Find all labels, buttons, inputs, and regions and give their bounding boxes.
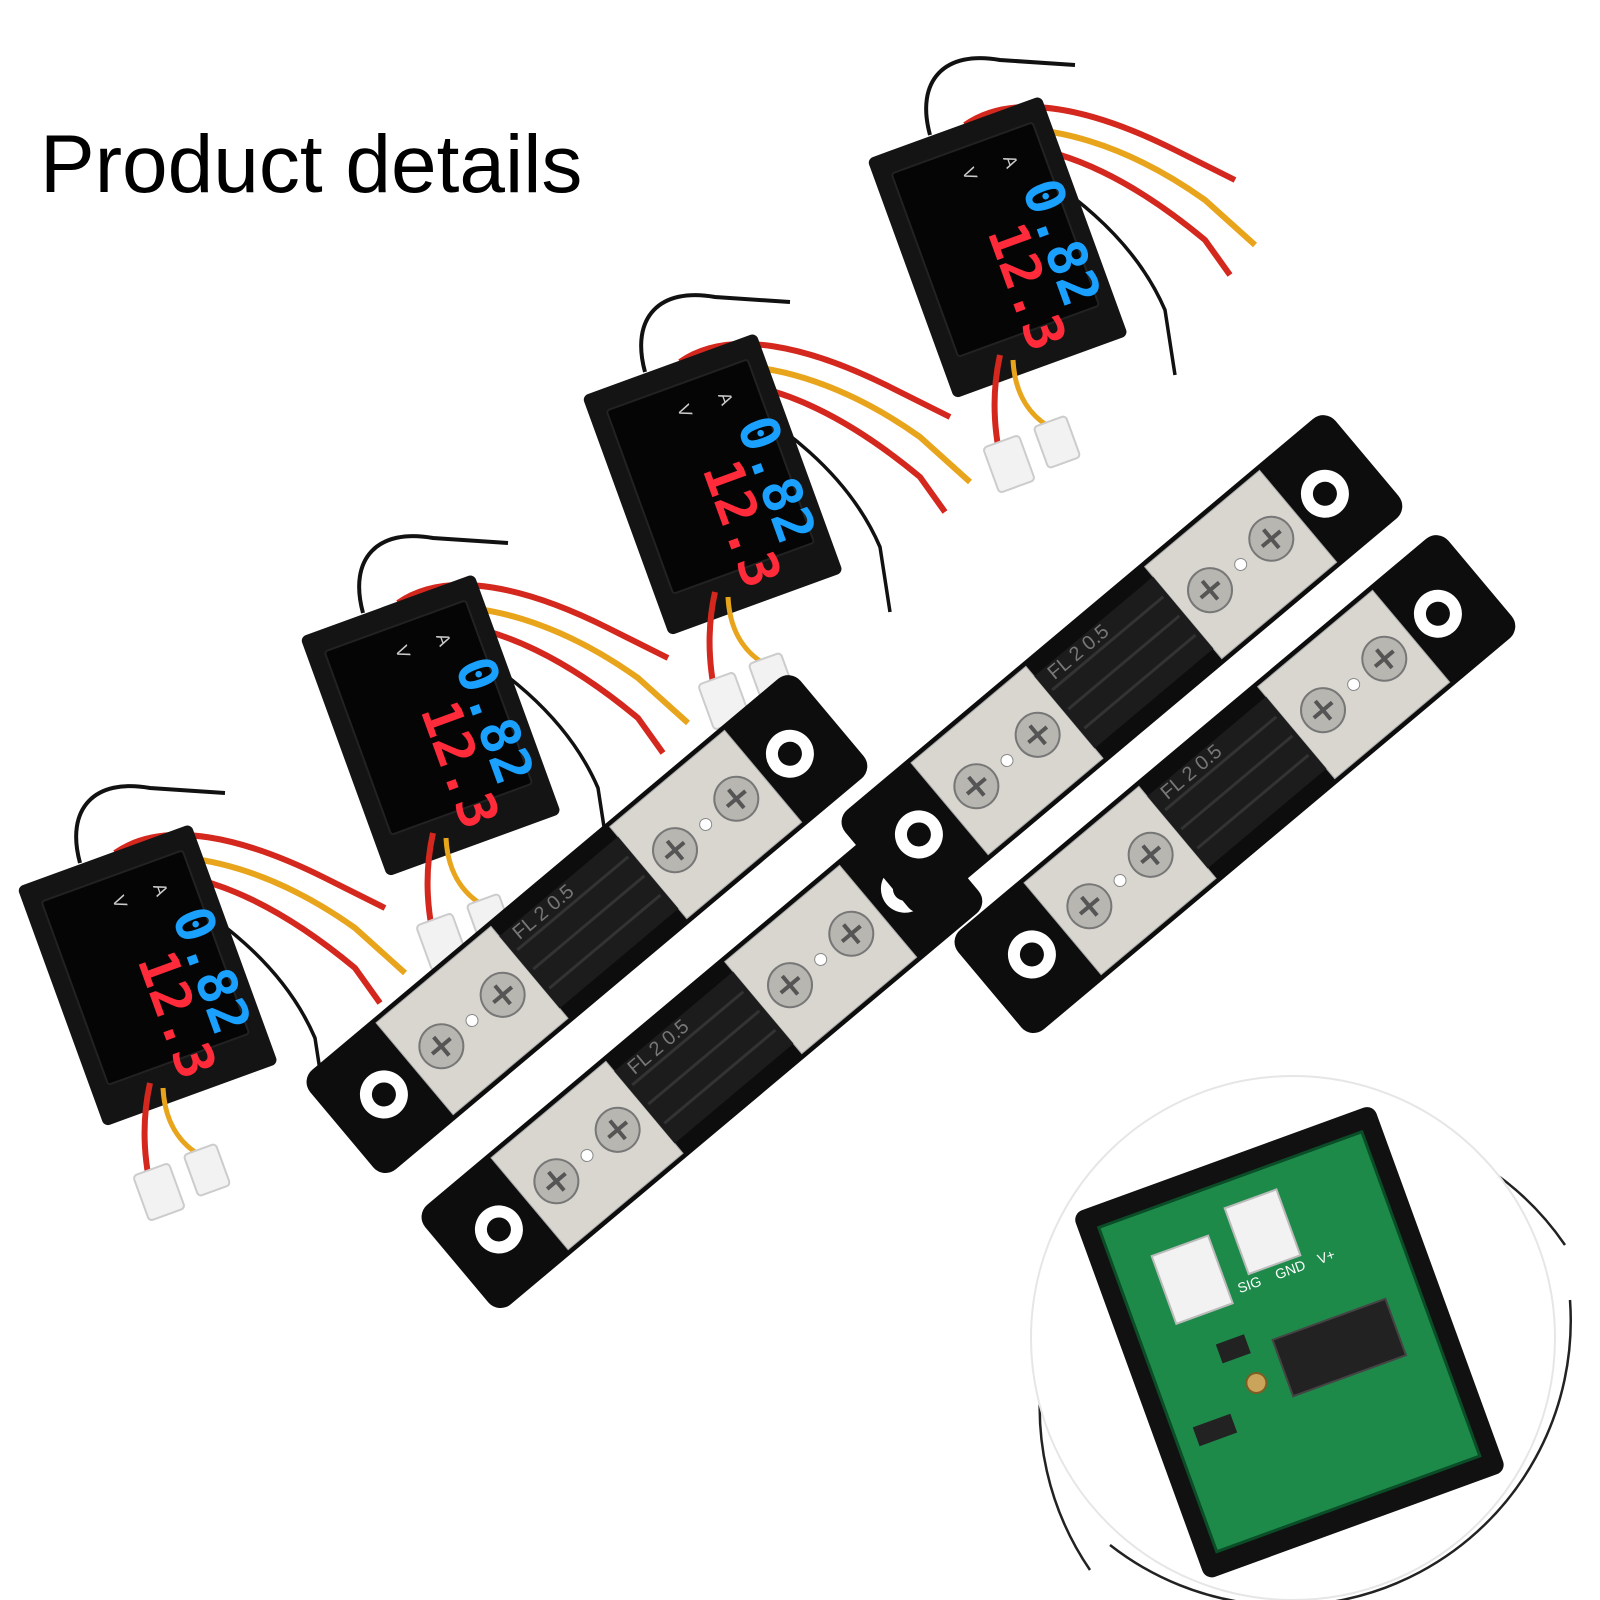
pcb-label-vplus: V+ [1315, 1246, 1337, 1267]
pcb-detail-callout: SIG GND V+ [1030, 1075, 1572, 1600]
page-title: Product details [40, 119, 583, 210]
voltmeter-4: 0.82 12.3 A V [867, 58, 1255, 493]
pcb-label-sig: SIG [1235, 1273, 1263, 1296]
voltmeter-2: 0.82 12.3 A V [300, 536, 688, 971]
voltmeter-3: 0.82 12.3 A V [582, 295, 970, 730]
voltmeter-1: 0.82 12.3 A V [17, 786, 405, 1221]
